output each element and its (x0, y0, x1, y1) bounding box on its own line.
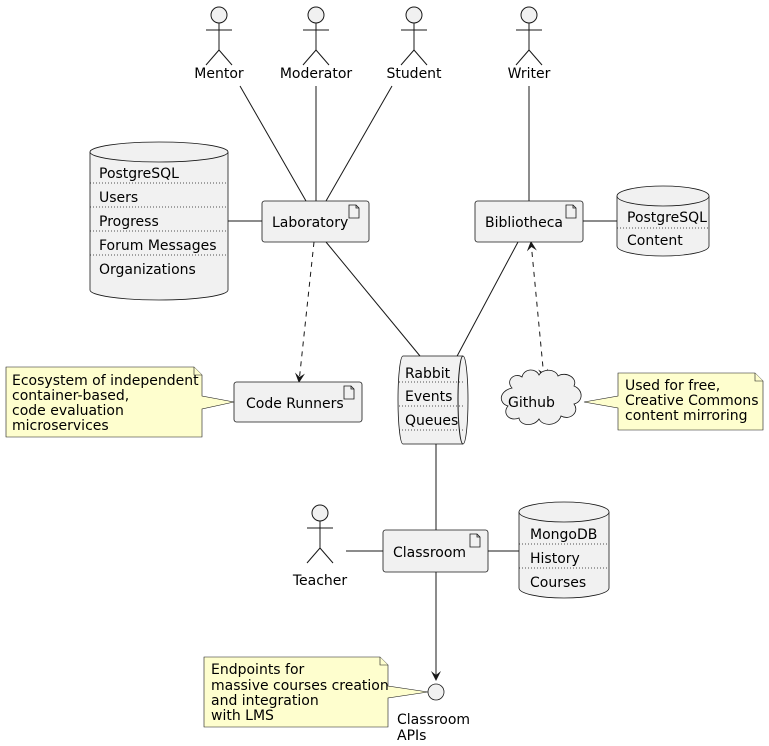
note-line: content mirroring (625, 408, 748, 424)
note-line: microservices (12, 418, 109, 434)
note-line: with LMS (211, 708, 274, 724)
queue-row: Events (405, 389, 452, 405)
component-laboratory[interactable]: Laboratory (261, 200, 370, 243)
edge-mentor-laboratory (239, 85, 307, 202)
actor-label: Mentor (194, 66, 244, 82)
db-row: MongoDB (530, 527, 597, 543)
actor-icon (306, 504, 334, 564)
note-line: Endpoints for (211, 662, 305, 678)
db-row: Organizations (99, 262, 196, 278)
edge-student-laboratory (325, 85, 393, 202)
actor-label: Moderator (280, 66, 353, 82)
note-line: code evaluation (12, 403, 124, 419)
note-line: Ecosystem of independent (12, 373, 199, 389)
component-label: Bibliotheca (485, 215, 563, 231)
edges (228, 85, 617, 681)
db-row: Progress (99, 214, 159, 230)
db-row: PostgreSQL (627, 210, 707, 226)
note-line: Creative Commons (625, 393, 759, 409)
queue-row: Queues (405, 413, 458, 429)
actor-teacher[interactable]: Teacher (292, 504, 348, 589)
edge-bibliotheca-github (526, 241, 549, 379)
actor-mentor[interactable]: Mentor (194, 6, 244, 82)
artifact-icon (343, 385, 355, 400)
note-line: Used for free, (625, 378, 720, 394)
cloud-github[interactable]: Github (500, 369, 582, 425)
component-bibliotheca[interactable]: Bibliotheca (474, 200, 584, 243)
queue-row: Rabbit (405, 366, 451, 382)
note-github: Used for free, Creative Commons content … (583, 372, 764, 431)
note-line: and integration (211, 693, 319, 709)
actor-label: Writer (508, 66, 551, 82)
component-label: Classroom (393, 545, 466, 561)
interface-icon (427, 683, 445, 701)
cloud-icon (500, 369, 582, 425)
database-classroom[interactable]: MongoDB History Courses (518, 501, 610, 599)
edge-bibliotheca-rabbit (454, 241, 519, 361)
db-row: Users (99, 190, 138, 206)
actor-icon (205, 6, 233, 66)
db-row: Forum Messages (99, 238, 217, 254)
actor-icon (302, 6, 330, 66)
cloud-label: Github (508, 395, 555, 411)
interface-classroom-apis[interactable]: Classroom APIs (397, 683, 470, 744)
edge-laboratory-coderunners (294, 241, 315, 383)
actor-student[interactable]: Student (386, 6, 442, 82)
component-code-runners[interactable]: Code Runners (233, 381, 363, 423)
db-row: Content (627, 233, 683, 249)
actor-label: Student (386, 66, 442, 82)
note-apis: Endpoints for massive courses creation a… (203, 656, 429, 728)
actor-writer[interactable]: Writer (508, 6, 551, 82)
database-bibliotheca[interactable]: PostgreSQL Content (616, 185, 710, 257)
db-row: History (530, 551, 580, 567)
note-line: container-based, (12, 388, 129, 404)
actor-moderator[interactable]: Moderator (280, 6, 353, 82)
actor-label: Teacher (292, 573, 348, 589)
component-classroom[interactable]: Classroom (382, 529, 489, 573)
db-row: Courses (530, 575, 586, 591)
interface-label-line: APIs (397, 728, 426, 744)
edge-laboratory-rabbit (325, 241, 421, 357)
db-row: PostgreSQL (99, 166, 179, 182)
component-label: Code Runners (246, 396, 344, 412)
actor-icon (515, 6, 543, 66)
database-laboratory[interactable]: PostgreSQL Users Progress Forum Messages… (89, 141, 229, 301)
interface-label-line: Classroom (397, 712, 470, 728)
queue-rabbit[interactable]: Rabbit Events Queues (397, 355, 469, 445)
component-label: Laboratory (272, 215, 348, 231)
artifact-icon (469, 533, 481, 548)
note-line: massive courses creation (211, 678, 389, 694)
artifact-icon (565, 204, 577, 219)
note-code-runners: Ecosystem of independent container-based… (5, 366, 235, 438)
actor-icon (400, 6, 428, 66)
artifact-icon (348, 204, 360, 219)
